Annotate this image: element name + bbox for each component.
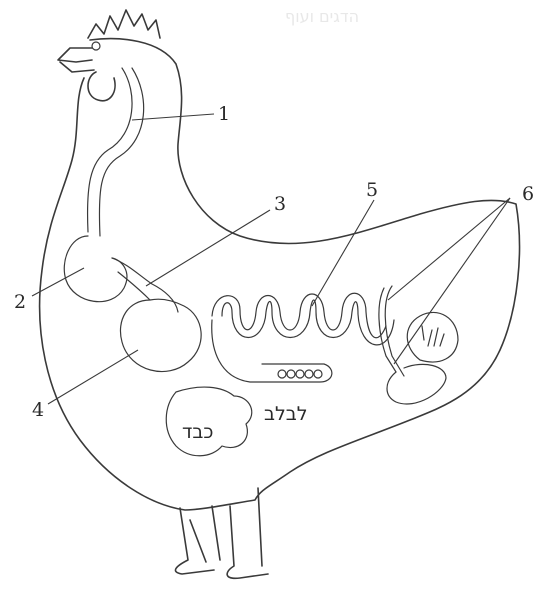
intestine bbox=[212, 293, 394, 345]
label-5: 5 bbox=[366, 179, 378, 201]
label-4: 4 bbox=[32, 399, 44, 421]
leader-lines bbox=[32, 114, 510, 404]
faint-header-text: הדגים ועוף bbox=[285, 7, 359, 26]
gizzard bbox=[120, 299, 201, 371]
esophagus bbox=[88, 68, 144, 236]
comb bbox=[88, 10, 160, 38]
oviduct-region bbox=[407, 312, 458, 362]
wattle bbox=[88, 72, 115, 101]
label-3: 3 bbox=[274, 193, 286, 215]
pancreas-beads bbox=[278, 370, 322, 378]
foreleg-line bbox=[190, 520, 206, 562]
beak bbox=[58, 48, 94, 72]
cloaca bbox=[387, 364, 446, 404]
eye bbox=[92, 42, 100, 50]
label-liver: כבד bbox=[182, 421, 213, 443]
crop bbox=[64, 236, 127, 302]
proventriculus bbox=[112, 258, 178, 312]
label-2: 2 bbox=[14, 291, 26, 313]
label-1: 1 bbox=[218, 103, 230, 125]
label-pancreas: לבלב bbox=[264, 403, 308, 425]
body-outline bbox=[40, 39, 520, 510]
label-6: 6 bbox=[522, 183, 534, 205]
